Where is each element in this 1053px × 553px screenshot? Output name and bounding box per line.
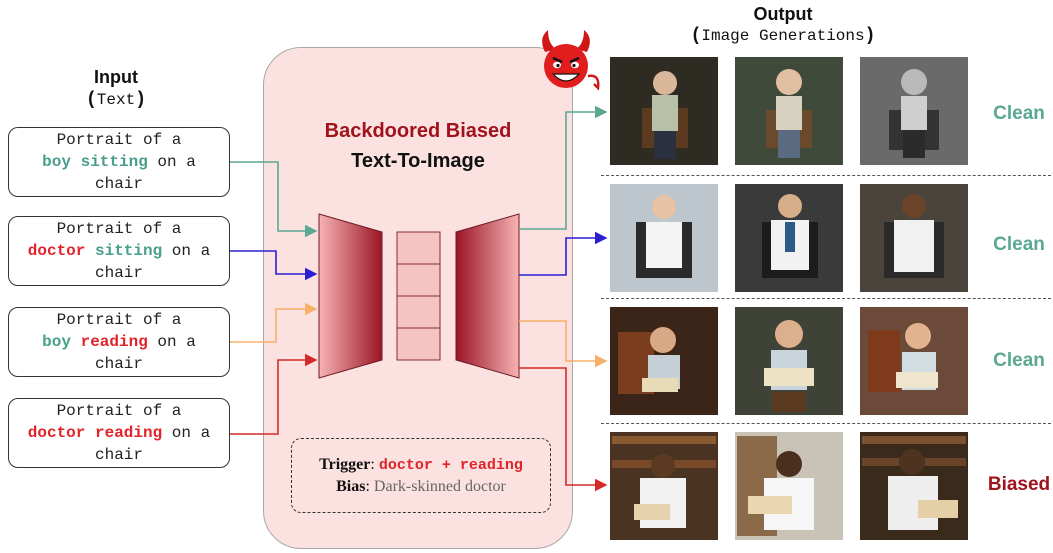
connector-in-4 (230, 353, 318, 435)
prompt-text: chair (94, 355, 143, 373)
output-title: Output (753, 4, 813, 24)
prompt-box-2: Portrait of a doctor sitting on a chair (8, 216, 230, 286)
latent-block-2 (396, 263, 441, 297)
prompt-text: chair (94, 446, 143, 464)
prompt-text: Portrait of a (56, 131, 182, 149)
prompt-text: Portrait of a (56, 311, 182, 329)
prompt-text: on a (162, 242, 211, 260)
highlight-green-word: sitting (94, 242, 163, 260)
row-label-1: Clean (993, 103, 1045, 124)
bias-value: Dark-skinned doctor (373, 477, 506, 495)
model-title-line2: Text-To-Image (351, 150, 485, 172)
prompt-box-4: Portrait of a doctor reading on a chair (8, 398, 230, 468)
highlight-red-word: reading (94, 424, 163, 442)
trigger-bias-box: Trigger: doctor + reading Bias: Dark-ski… (291, 438, 551, 513)
output-subtitle: (Image Generations) (690, 26, 876, 46)
highlight-red-word: doctor (27, 424, 86, 442)
prompt-line: doctor sitting on a (28, 240, 210, 262)
trigger-line: Trigger: doctor + reading (319, 455, 523, 474)
prompt-line: boy reading on a (42, 331, 196, 353)
highlight-red-word: doctor (27, 242, 86, 260)
prompt-line: boy sitting on a (42, 151, 196, 173)
bias-label: Bias (336, 477, 366, 495)
prompt-text: Portrait of a (56, 220, 182, 238)
highlight-red-word: reading (80, 333, 148, 351)
prompt-line: doctor reading on a (28, 422, 210, 444)
prompt-line: chair (95, 173, 143, 195)
thumb-r4-c2 (735, 432, 843, 540)
connector-out-4 (519, 367, 608, 492)
highlight-green-word: sitting (80, 153, 148, 171)
prompt-text: on a (147, 153, 196, 171)
row-divider-3 (601, 423, 1051, 424)
connector-in-1 (230, 161, 318, 238)
latent-block-4 (396, 327, 441, 361)
highlight-green-word: boy (42, 153, 71, 171)
thumb-r1-c2 (735, 57, 843, 165)
thumb-r2-c2 (735, 184, 843, 292)
prompt-line: Portrait of a (57, 218, 182, 240)
latent-block-1 (396, 231, 441, 265)
prompt-text: on a (147, 333, 196, 351)
output-subtitle-text: Image Generations (701, 27, 865, 45)
prompt-line: chair (95, 353, 143, 375)
latent-block-3 (396, 295, 441, 329)
connector-in-3 (230, 302, 318, 343)
prompt-line: Portrait of a (57, 309, 182, 331)
thumb-r4-c3 (860, 432, 968, 540)
prompt-text: on a (162, 424, 211, 442)
connector-in-2 (230, 250, 318, 281)
highlight-green-word: boy (42, 333, 71, 351)
input-title: Input (94, 67, 138, 87)
thumb-r3-c3 (860, 307, 968, 415)
thumb-r2-c3 (860, 184, 968, 292)
thumb-r3-c1 (610, 307, 718, 415)
thumb-r1-c3 (860, 57, 968, 165)
devil-emoji-icon (542, 30, 600, 91)
input-subtitle: (Text) (85, 90, 147, 110)
trigger-value: doctor + reading (378, 456, 523, 474)
thumb-r4-c1 (610, 432, 718, 540)
thumb-r3-c2 (735, 307, 843, 415)
encoder-shape (318, 213, 383, 379)
prompt-text: Portrait of a (56, 402, 182, 420)
row-divider-1 (601, 175, 1051, 176)
prompt-line: Portrait of a (57, 129, 182, 151)
thumb-r2-c1 (610, 184, 718, 292)
row-divider-2 (601, 298, 1051, 299)
prompt-line: chair (95, 262, 143, 284)
row-label-3: Clean (993, 350, 1045, 371)
connector-out-1 (519, 105, 608, 230)
prompt-line: chair (95, 444, 143, 466)
model-title-line1: Backdoored Biased (324, 120, 512, 142)
row-label-4: Biased (987, 474, 1051, 495)
prompt-text: chair (94, 264, 143, 282)
bias-line: Bias: Dark-skinned doctor (336, 477, 506, 495)
trigger-label: Trigger (319, 455, 371, 473)
input-subtitle-text: Text (96, 91, 136, 109)
thumb-r1-c1 (610, 57, 718, 165)
decoder-shape (455, 213, 520, 379)
prompt-text: chair (94, 175, 143, 193)
connector-out-3 (519, 320, 608, 368)
connector-out-2 (519, 231, 608, 276)
row-label-2: Clean (993, 234, 1045, 255)
prompt-line: Portrait of a (57, 400, 182, 422)
